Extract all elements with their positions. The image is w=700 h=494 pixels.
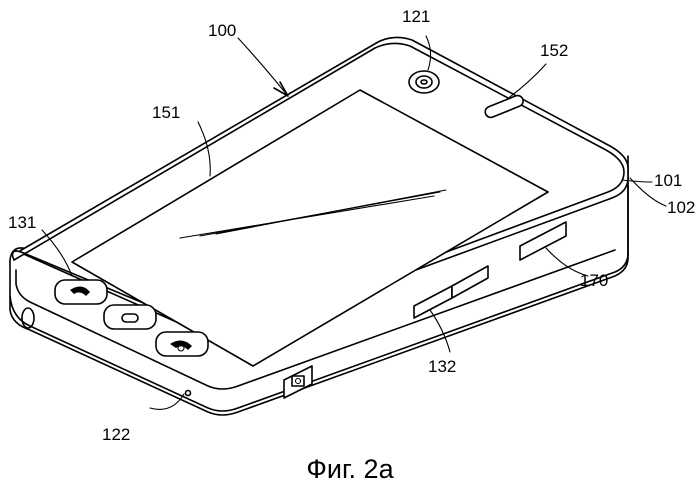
label-151: 151 [152, 103, 180, 122]
label-122: 122 [102, 425, 130, 444]
call-button[interactable] [55, 280, 107, 304]
label-101: 101 [654, 171, 682, 190]
label-152: 152 [540, 41, 568, 60]
label-102: 102 [667, 198, 695, 217]
label-121: 121 [402, 7, 430, 26]
camera-lens-121 [409, 71, 439, 93]
label-132: 132 [428, 357, 456, 376]
menu-button[interactable] [104, 305, 156, 329]
label-100: 100 [208, 21, 236, 40]
figure-caption: Фиг. 2a [306, 454, 394, 484]
end-button[interactable] [156, 332, 208, 356]
label-170: 170 [580, 271, 608, 290]
label-131: 131 [8, 213, 36, 232]
